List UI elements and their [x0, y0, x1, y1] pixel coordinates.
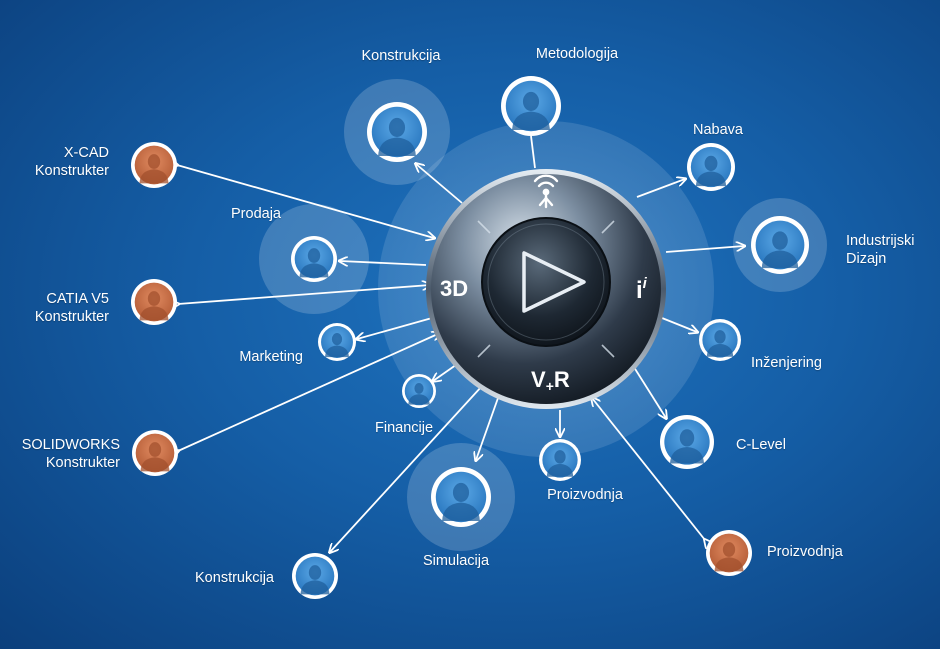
hub-3d-label: 3D: [440, 276, 468, 301]
label-proizvodnja-orange: Proizvodnja: [767, 544, 843, 560]
person-icon: [452, 482, 470, 503]
person-icon: [147, 154, 161, 169]
hub-plus: +: [546, 378, 554, 394]
label-financije: Financije: [374, 420, 434, 436]
person-solidworks: [132, 430, 178, 476]
hub-inner-disk: [481, 217, 611, 347]
connector-catia: [178, 285, 430, 304]
hub-i-sup: i: [643, 275, 648, 292]
person-icon: [300, 580, 330, 595]
person-prodaja: [291, 236, 337, 282]
hub-r: R: [554, 367, 570, 392]
person-inzenjering: [699, 319, 741, 361]
person-icon: [308, 565, 322, 580]
person-icon: [307, 248, 321, 263]
person-avatars: [131, 76, 809, 599]
label-inzenjering: Inženjering: [751, 355, 822, 371]
person-icon: [772, 231, 788, 250]
person-icon: [669, 446, 705, 464]
play-icon[interactable]: [522, 251, 586, 313]
label-c-level: C-Level: [736, 437, 786, 453]
person-marketing: [318, 323, 356, 361]
person-icon: [140, 457, 170, 472]
person-icon: [554, 450, 566, 464]
person-icon: [378, 137, 416, 156]
label-marketing: Marketing: [239, 349, 303, 365]
connector-prodaja: [340, 261, 427, 265]
person-icon: [704, 155, 718, 172]
label-metodologija: Metodologija: [535, 46, 619, 62]
person-icon: [408, 394, 430, 405]
label-industrijski-dizajn: Industrijski Dizajn: [846, 233, 915, 267]
person-icon: [706, 343, 734, 357]
person-icon: [139, 169, 169, 184]
person-icon: [414, 383, 424, 394]
person-icon: [722, 542, 736, 557]
connector-proizvodnja-orange: [592, 398, 705, 540]
antenna-icon: [533, 174, 559, 209]
person-icon: [761, 250, 799, 269]
hub-vr-label: V+R: [531, 367, 570, 394]
person-konstrukcija-top: [367, 102, 427, 162]
person-icon: [512, 111, 550, 130]
hub-v: V: [531, 367, 546, 392]
label-solidworks: SOLIDWORKS Konstrukter: [21, 437, 120, 471]
connector-lines: [177, 135, 744, 552]
label-proizvodnja-blue: Proizvodnja: [547, 487, 623, 503]
person-xcad: [131, 142, 177, 188]
label-nabava: Nabava: [693, 122, 743, 138]
person-nabava: [687, 143, 735, 191]
hub-separator: [477, 344, 491, 358]
person-catia: [131, 279, 177, 325]
person-icon: [325, 345, 349, 358]
person-icon: [388, 117, 406, 138]
person-icon: [522, 91, 540, 112]
hub-inner-highlight: [487, 223, 605, 341]
connector-industrijski: [665, 246, 744, 253]
person-financije: [402, 374, 436, 408]
hub-separator: [601, 344, 615, 358]
person-icon: [139, 306, 169, 321]
person-simulacija: [431, 467, 491, 527]
connector-inzenjering: [661, 317, 697, 332]
label-xcad: X-CAD Konstrukter: [34, 145, 109, 179]
label-catia: CATIA V5 Konstrukter: [34, 291, 109, 325]
person-icon: [546, 463, 574, 477]
compass-hub[interactable]: 3D ii V+R: [426, 169, 666, 409]
person-icon: [714, 557, 744, 572]
person-konstrukcija-bottom: [292, 553, 338, 599]
hub-separator: [601, 220, 615, 234]
connector-nabava: [636, 179, 685, 198]
label-konstrukcija-bottom: Konstrukcija: [195, 570, 274, 586]
label-konstrukcija-top: Konstrukcija: [361, 48, 441, 64]
connector-solidworks: [178, 333, 440, 451]
hub-i-label: ii: [636, 275, 648, 304]
person-icon: [679, 429, 695, 447]
person-icon: [299, 263, 329, 278]
person-proizvodnja-blue: [539, 439, 581, 481]
person-icon: [714, 330, 726, 344]
person-icon: [331, 333, 343, 346]
person-industrijski-dizajn: [751, 216, 809, 274]
person-icon: [148, 442, 162, 457]
person-c-level: [660, 415, 714, 469]
hub-i-main: i: [636, 277, 643, 304]
person-proizvodnja-orange: [706, 530, 752, 576]
person-icon: [147, 291, 161, 306]
connector-konstrukcija-bottom: [330, 386, 482, 552]
person-icon: [442, 502, 480, 521]
hub-separator: [477, 220, 491, 234]
connector-metodologija: [530, 135, 536, 169]
person-icon: [695, 171, 727, 187]
person-metodologija: [501, 76, 561, 136]
label-prodaja: Prodaja: [231, 206, 281, 222]
connector-xcad: [177, 165, 434, 238]
label-simulacija: Simulacija: [422, 553, 490, 569]
